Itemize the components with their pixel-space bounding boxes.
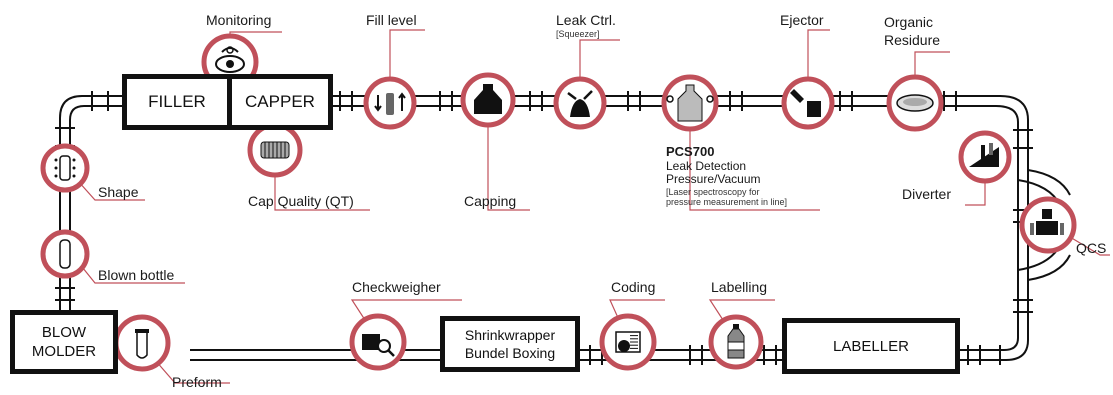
squeezer-icon xyxy=(567,90,593,117)
pcs700-line1: Leak Detection xyxy=(666,159,747,173)
qcs-station xyxy=(1019,196,1077,254)
capping-label: Capping xyxy=(464,193,517,209)
pcs700-line2: Pressure/Vacuum xyxy=(666,172,761,186)
preform-station xyxy=(113,314,171,372)
leak-ctrl-label: Leak Ctrl. xyxy=(556,12,616,28)
shrinkwrapper-machine: Shrinkwrapper Bundel Boxing xyxy=(440,316,580,372)
blow-molder-machine: BLOW MOLDER xyxy=(10,310,118,374)
cap-quality-label: Cap Quality (QT) xyxy=(248,193,354,209)
pcs700-note1: [Laser spectroscopy for xyxy=(666,187,760,197)
filler-label: FILLER xyxy=(148,92,206,111)
bottle-shape-icon xyxy=(54,155,76,181)
capper-machine: CAPPER xyxy=(227,74,333,130)
cap-icon xyxy=(260,141,290,159)
preform-label: Preform xyxy=(172,374,222,390)
magnifier-box-icon xyxy=(362,334,395,357)
coding-station xyxy=(599,313,657,371)
pcs700-note2: pressure measurement in line] xyxy=(666,197,788,207)
labelling-label: Labelling xyxy=(711,279,768,295)
organic-label-1: Organic xyxy=(884,14,934,30)
qcs-label: QCS xyxy=(1076,240,1107,256)
blow-molder-label-1: BLOW xyxy=(41,324,87,341)
lab-icon xyxy=(1030,209,1064,235)
organic-label-2: Residure xyxy=(884,32,941,48)
coding-label: Coding xyxy=(611,279,656,295)
dish-icon xyxy=(896,94,934,112)
monitoring-label: Monitoring xyxy=(206,12,272,28)
ejector-icon xyxy=(790,89,821,117)
fill_level-station xyxy=(363,76,417,130)
labeller-machine: LABELLER xyxy=(782,318,960,374)
fill-level-label: Fill level xyxy=(366,12,417,28)
shrinkwrapper-label-2: Bundel Boxing xyxy=(464,345,556,361)
shape-label: Shape xyxy=(98,184,139,200)
capping-station xyxy=(460,72,516,128)
filler-machine: FILLER xyxy=(122,74,232,130)
preform-icon xyxy=(135,329,149,359)
ejector-label: Ejector xyxy=(780,12,824,28)
labelling-station xyxy=(708,314,764,370)
coding-icon xyxy=(615,331,641,353)
checkweigher-label: Checkweigher xyxy=(352,279,441,295)
eye-camera-icon xyxy=(215,46,245,73)
leak-ctrl-sublabel: [Squeezer] xyxy=(556,29,600,39)
bottle-level-icon xyxy=(374,92,406,115)
blow-molder-label-2: MOLDER xyxy=(31,343,97,360)
laser-bottle-icon xyxy=(666,84,714,122)
shape-station xyxy=(40,143,90,193)
pcs700-station xyxy=(661,74,719,132)
blown-bottle-icon xyxy=(59,239,71,269)
blown-bottle-label: Blown bottle xyxy=(98,267,175,283)
diverter-label: Diverter xyxy=(902,186,952,202)
cap_quality-station xyxy=(247,122,303,178)
labeller-label: LABELLER xyxy=(833,337,909,355)
ejector-station xyxy=(781,76,835,130)
shrinkwrapper-label-1: Shrinkwrapper xyxy=(464,327,556,343)
diverter-icon xyxy=(969,143,999,167)
capped-bottle-icon xyxy=(474,84,502,114)
blown_bottle-station xyxy=(40,229,90,279)
pcs700-title: PCS700 xyxy=(666,144,715,159)
diverter-station xyxy=(958,130,1012,184)
labelled-bottle-icon xyxy=(727,324,745,359)
capper-label: CAPPER xyxy=(245,92,315,111)
checkweigher-station xyxy=(349,313,407,371)
organic_residue-station xyxy=(886,74,944,132)
leak_ctrl-station xyxy=(553,76,607,130)
